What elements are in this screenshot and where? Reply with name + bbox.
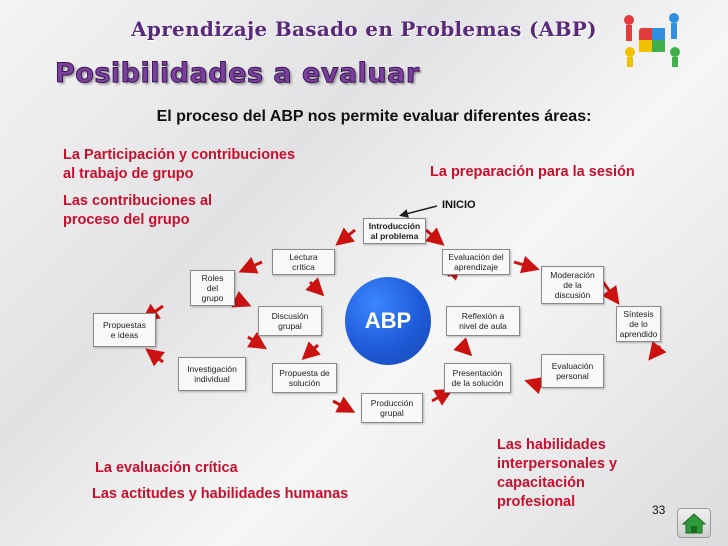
- node-introduccion-line2: al problema: [370, 231, 419, 241]
- area-participacion: La Participación y contribuciones al tra…: [63, 146, 295, 184]
- node-produccion-line1: Producción: [370, 398, 414, 408]
- node-produccion-line2: grupal: [380, 408, 404, 418]
- node-investigacion-line2: individual: [194, 374, 230, 384]
- node-roles-line3: grupo: [201, 293, 224, 303]
- area-actitudes: Las actitudes y habilidades humanas: [92, 486, 349, 502]
- node-evaluacion-aprendizaje-line2: aprendizaje: [454, 262, 498, 272]
- node-lectura-line1: Lectura: [289, 252, 318, 262]
- abp-center-label: ABP: [364, 308, 412, 333]
- area-habilidades-line1: Las habilidades: [497, 437, 606, 453]
- node-sintesis-line3: aprendido: [619, 329, 658, 339]
- node-propuestas-line1: Propuestas: [103, 320, 146, 330]
- node-evaluacion-aprendizaje-line1: Evaluación del: [448, 252, 504, 262]
- home-icon: [681, 513, 707, 534]
- slide-top-title: Aprendizaje Basado en Problemas (ABP): [131, 17, 597, 41]
- node-investigacion-line1: Investigación: [187, 364, 237, 374]
- node-sintesis-line2: de lo: [629, 319, 648, 329]
- home-button[interactable]: [677, 508, 711, 538]
- node-presentacion-line1: Presentación: [452, 368, 503, 378]
- node-presentacion-line2: de la solución: [451, 378, 504, 388]
- area-participacion-line2: al trabajo de grupo: [63, 166, 194, 182]
- node-moderacion-line2: de la: [563, 280, 582, 290]
- inicio-label: INICIO: [442, 199, 476, 211]
- area-habilidades-line4: profesional: [497, 494, 576, 510]
- node-discusion-line2: grupal: [278, 321, 302, 331]
- area-evaluacion-critica: La evaluación crítica: [95, 460, 238, 476]
- area-preparacion: La preparación para la sesión: [430, 164, 635, 180]
- node-evaluacion-personal-line1: Evaluación: [551, 361, 594, 371]
- slide-subtitle: El proceso del ABP nos permite evaluar d…: [156, 108, 592, 125]
- node-moderacion-line1: Moderación: [550, 270, 595, 280]
- slide-number: 33: [652, 503, 666, 517]
- node-moderacion-line3: discusión: [554, 290, 591, 300]
- node-reflexion-line2: nivel de aula: [459, 321, 507, 331]
- area-habilidades-line2: interpersonales y: [497, 456, 618, 472]
- node-discusion-line1: Discusión: [271, 311, 309, 321]
- node-roles-line1: Roles: [201, 273, 224, 283]
- area-contribuciones-line1: Las contribuciones al: [63, 193, 213, 209]
- node-lectura-line2: crítica: [292, 262, 315, 272]
- puzzle-team-icon: [624, 13, 680, 67]
- node-propuesta-solucion-line2: solución: [288, 378, 321, 388]
- area-contribuciones-line2: proceso del grupo: [63, 212, 190, 228]
- node-roles-line2: del: [206, 283, 219, 293]
- area-habilidades-line3: capacitación: [497, 475, 585, 491]
- node-reflexion-line1: Reflexión a: [461, 311, 505, 321]
- slide-main-title: Posibilidades a evaluar: [55, 58, 420, 90]
- node-propuestas-line2: e ideas: [110, 330, 139, 340]
- area-contribuciones: Las contribuciones al proceso del grupo: [63, 192, 212, 230]
- area-habilidades: Las habilidades interpersonales y capaci…: [497, 436, 617, 512]
- node-propuesta-solucion-line1: Propuesta de: [279, 368, 330, 378]
- node-evaluacion-personal-line2: personal: [556, 371, 589, 381]
- node-sintesis-line1: Síntesis: [623, 309, 654, 319]
- node-introduccion-line1: Introducción: [368, 221, 421, 231]
- area-participacion-line1: La Participación y contribuciones: [63, 147, 296, 163]
- abp-center-circle: ABP: [345, 277, 431, 365]
